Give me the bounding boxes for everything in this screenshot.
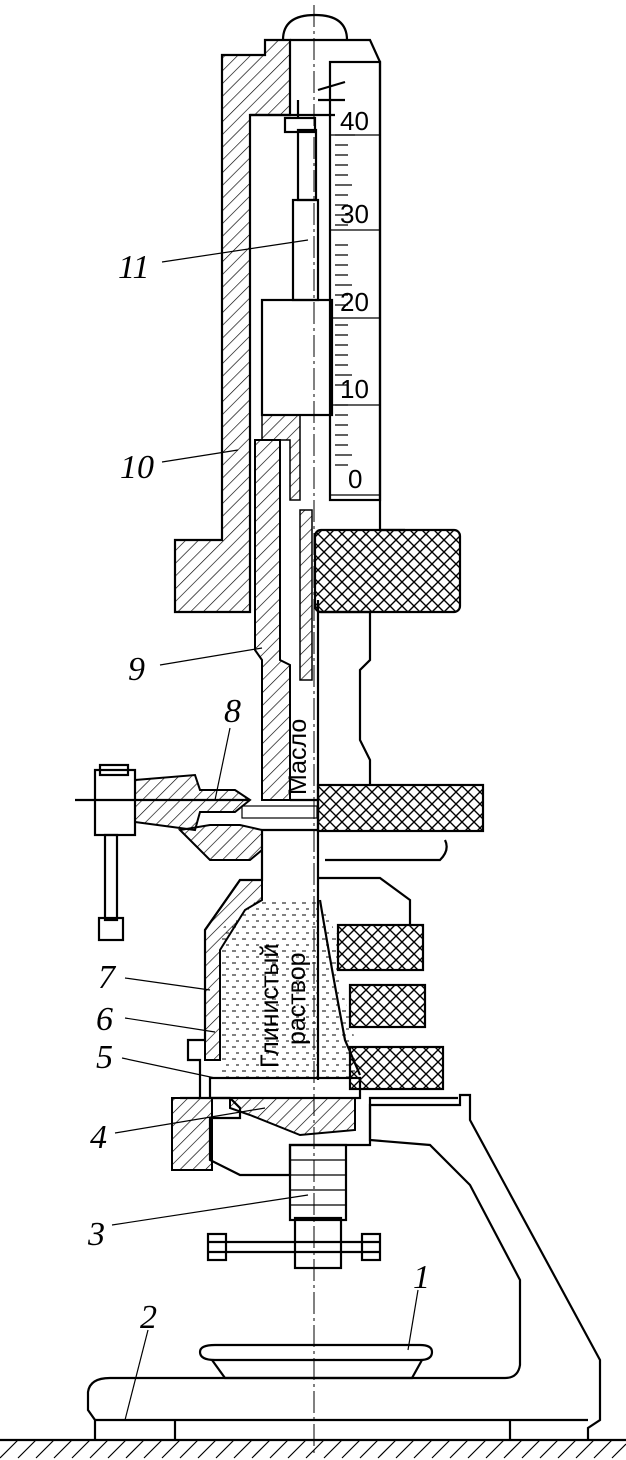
callout-5: 5 xyxy=(96,1039,113,1076)
callouts: 1 2 3 4 5 6 7 8 9 10 11 xyxy=(87,239,430,1421)
callout-4: 4 xyxy=(90,1119,107,1156)
scale-label-40: 40 xyxy=(340,106,369,136)
cylinder-body xyxy=(254,439,372,830)
scale-label-30: 30 xyxy=(340,199,369,229)
knurled-nuts xyxy=(313,528,485,833)
callout-9: 9 xyxy=(128,651,145,688)
outer-housing xyxy=(173,38,405,614)
mud-label-line2: раствор xyxy=(283,952,311,1045)
lower-body xyxy=(171,1096,458,1177)
callout-10: 10 xyxy=(120,449,154,486)
mud-chamber xyxy=(186,828,362,1100)
cup xyxy=(198,1343,434,1380)
callout-8: 8 xyxy=(224,693,241,730)
callout-2: 2 xyxy=(140,1299,157,1336)
callout-1: 1 xyxy=(413,1259,430,1296)
indicator-rod xyxy=(260,13,349,501)
oil-label: Масло xyxy=(284,719,312,795)
measuring-scale: 40 30 20 10 0 xyxy=(328,60,382,502)
knurled-rings xyxy=(318,839,448,1091)
ground-line xyxy=(0,1438,626,1459)
mud-label-line1: Глинистый xyxy=(256,944,284,1068)
scale-label-0: 0 xyxy=(348,464,362,494)
scale-label-10: 10 xyxy=(340,374,369,404)
screw-press xyxy=(206,1143,382,1270)
callout-6: 6 xyxy=(96,1001,113,1038)
callout-11: 11 xyxy=(118,249,149,286)
callout-7: 7 xyxy=(98,959,117,996)
scale-label-20: 20 xyxy=(340,287,369,317)
callout-3: 3 xyxy=(87,1216,105,1253)
base-plate xyxy=(86,1093,602,1440)
